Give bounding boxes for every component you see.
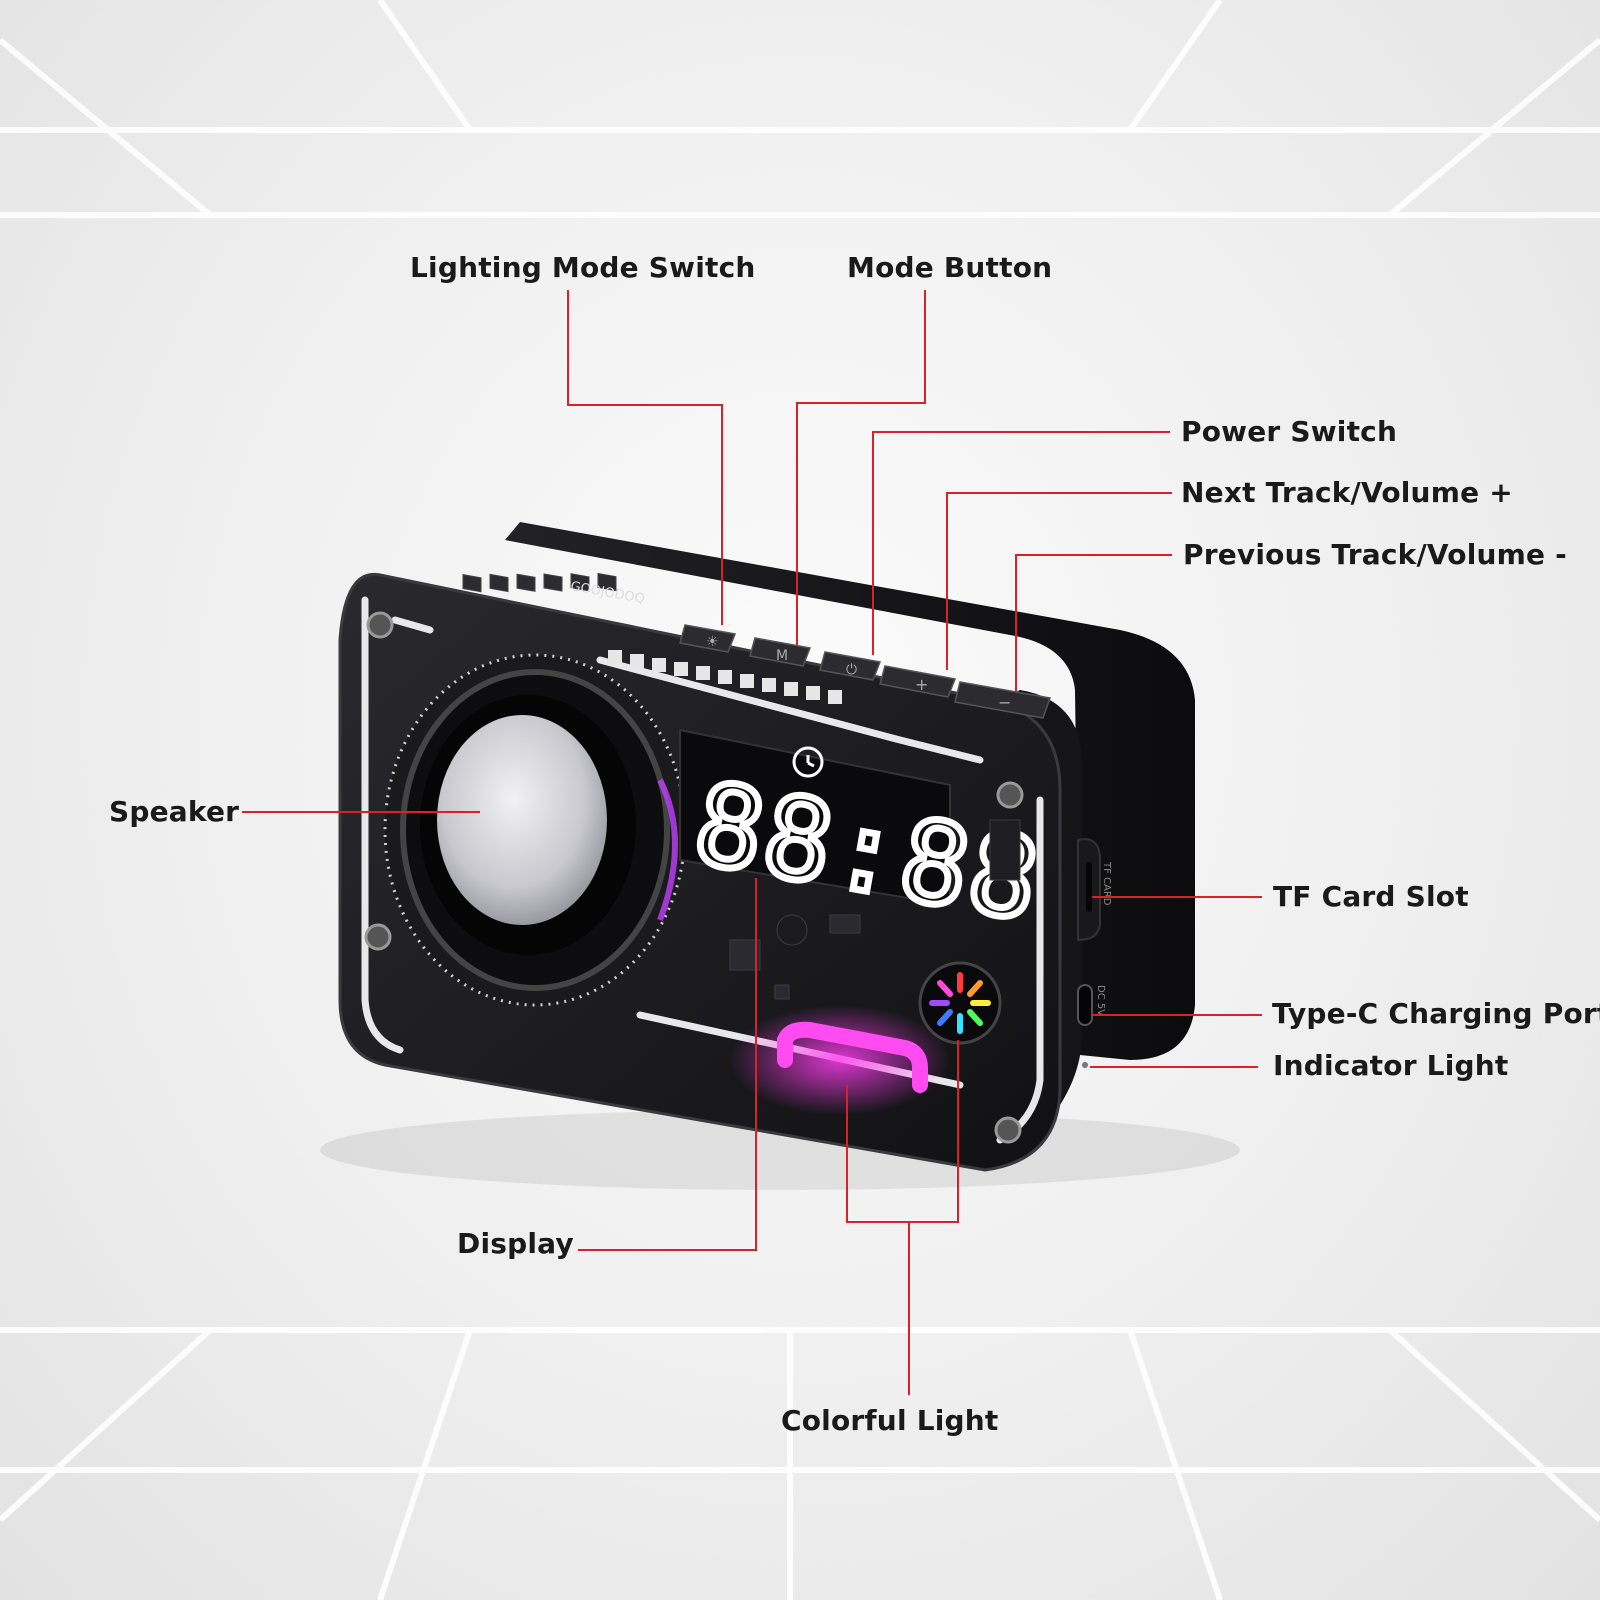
label-previous-track: Previous Track/Volume - bbox=[1183, 538, 1567, 571]
label-next-track: Next Track/Volume + bbox=[1181, 476, 1513, 509]
top-vent-slots bbox=[462, 572, 617, 593]
minus-icon: − bbox=[998, 693, 1011, 712]
leader-mode-button bbox=[796, 290, 926, 645]
label-power-switch: Power Switch bbox=[1181, 415, 1398, 448]
label-display: Display bbox=[457, 1227, 574, 1260]
top-equalizer-bars bbox=[608, 650, 842, 704]
plus-icon: + bbox=[915, 675, 928, 694]
screw-icon bbox=[364, 923, 392, 951]
label-tf-card-slot: TF Card Slot bbox=[1273, 880, 1469, 913]
speaker-clock-device: GOOJODOQ ☀ M ⏻ + − bbox=[338, 522, 1195, 1172]
top-button-row: ☀ M ⏻ + − bbox=[679, 624, 1051, 719]
speaker-driver bbox=[383, 653, 687, 1007]
leader-power-switch bbox=[872, 431, 1170, 655]
label-type-c-port: Type-C Charging Port bbox=[1272, 997, 1600, 1030]
label-indicator-light: Indicator Light bbox=[1273, 1049, 1509, 1082]
mode-button[interactable]: M bbox=[749, 637, 812, 667]
leader-lighting-mode bbox=[567, 290, 723, 625]
dc-5v-label: DC 5V bbox=[1095, 985, 1106, 1016]
volume-up-button[interactable]: + bbox=[879, 665, 957, 698]
speaker-cone bbox=[437, 715, 607, 925]
power-button[interactable]: ⏻ bbox=[819, 651, 882, 681]
screws bbox=[364, 611, 1024, 1144]
label-speaker: Speaker bbox=[109, 795, 240, 828]
side-ports: TF CARD DC 5V bbox=[1077, 838, 1112, 1068]
screw-icon bbox=[994, 1116, 1022, 1144]
screw-icon bbox=[996, 781, 1024, 809]
lighting-mode-button[interactable]: ☀ bbox=[679, 624, 737, 653]
screw-icon bbox=[366, 611, 394, 639]
annotation-lines bbox=[242, 290, 1262, 1395]
mode-icon: M bbox=[776, 648, 788, 664]
label-lighting-mode-switch: Lighting Mode Switch bbox=[410, 251, 756, 284]
indicator-light bbox=[1082, 1062, 1088, 1068]
power-icon: ⏻ bbox=[846, 662, 857, 678]
label-mode-button: Mode Button bbox=[847, 251, 1053, 284]
label-colorful-light: Colorful Light bbox=[781, 1404, 999, 1437]
lighting-mode-icon: ☀ bbox=[706, 634, 719, 650]
colorful-light-ring bbox=[918, 961, 1002, 1045]
leader-display bbox=[578, 878, 757, 1251]
tf-card-slot[interactable] bbox=[1086, 862, 1092, 912]
tf-card-label: TF CARD bbox=[1101, 861, 1112, 906]
leader-previous-track bbox=[1015, 554, 1172, 692]
device-top-surface bbox=[505, 522, 1195, 1060]
leader-next-track bbox=[946, 492, 1172, 670]
volume-down-button[interactable]: − bbox=[954, 681, 1051, 719]
leader-colorful-light bbox=[846, 1040, 959, 1223]
alarm-clock-icon bbox=[792, 746, 824, 778]
type-c-port[interactable] bbox=[1077, 984, 1093, 1026]
pink-light-bar bbox=[730, 1005, 950, 1115]
